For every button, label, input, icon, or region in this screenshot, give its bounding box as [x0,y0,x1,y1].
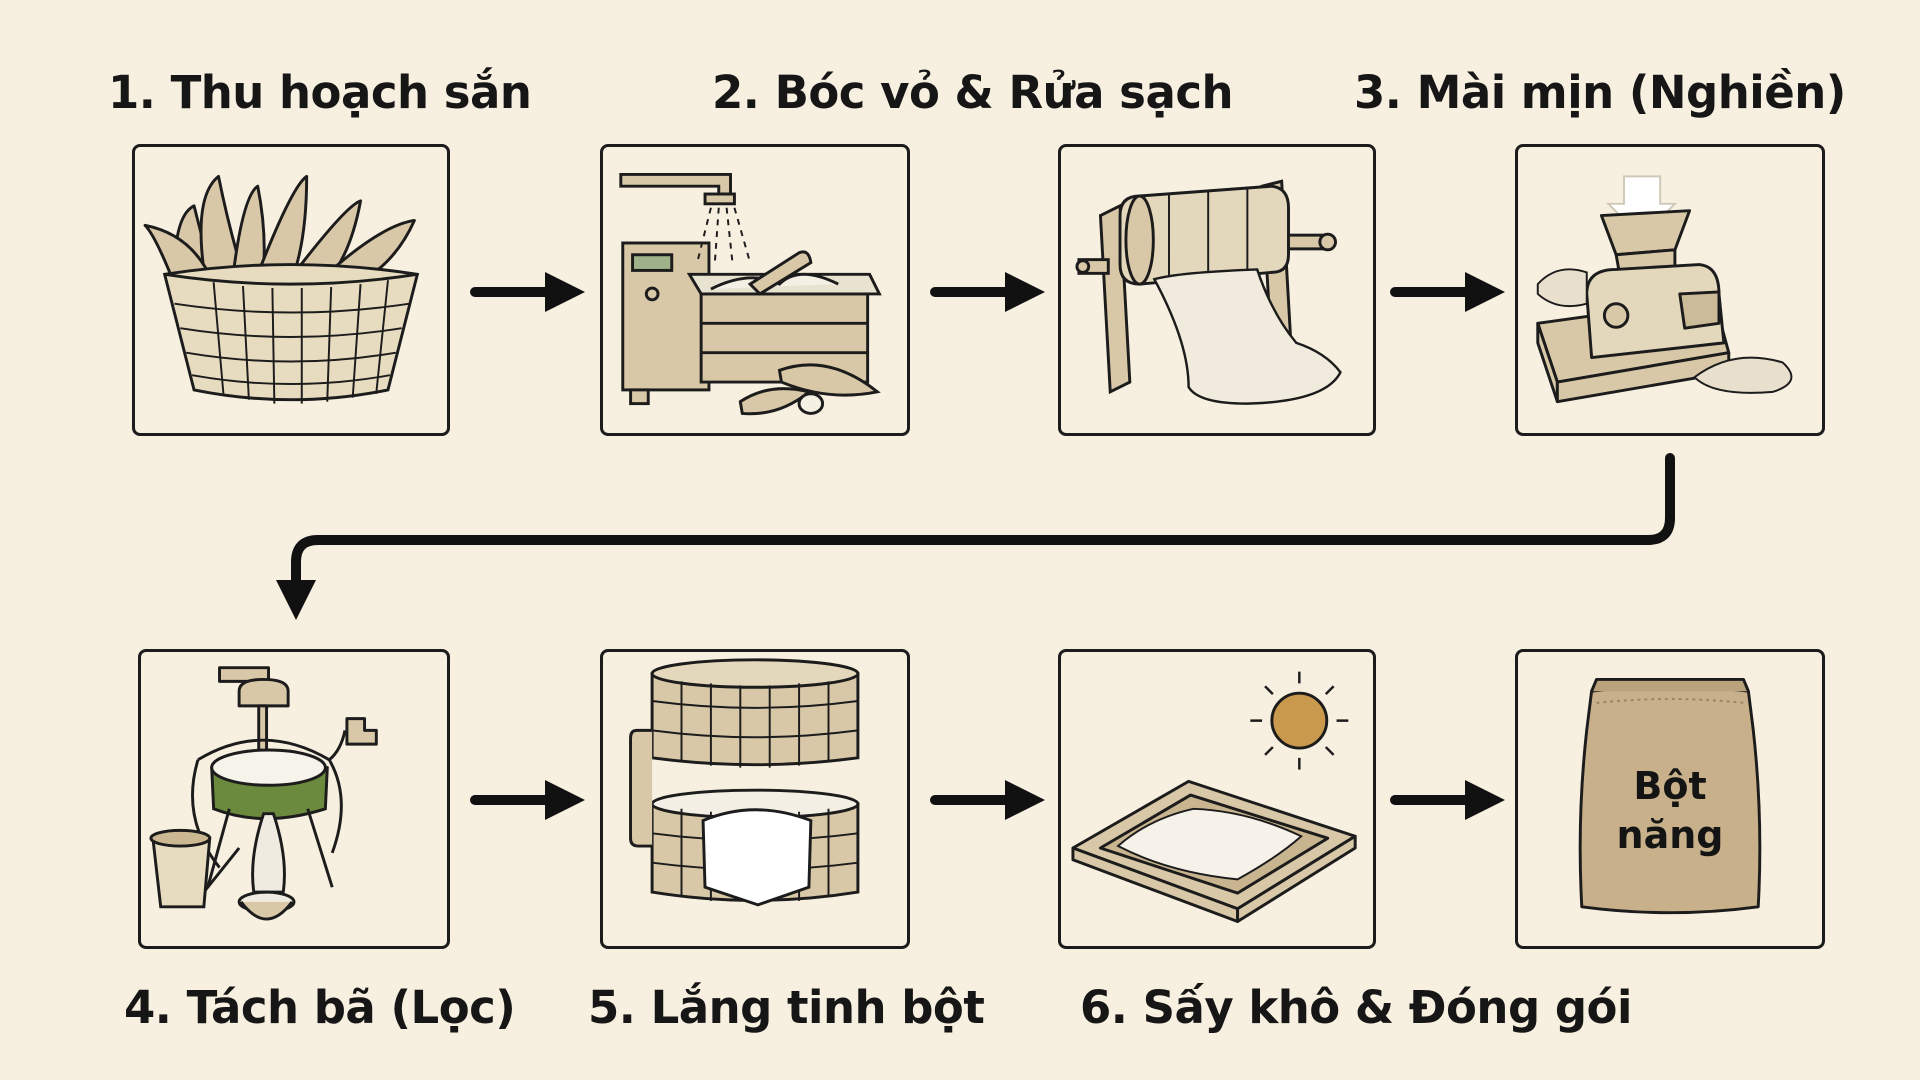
product-label-line-2: năng [1616,813,1724,858]
product-label: Bột năng [1518,762,1822,861]
roller-grater-illustration [1075,179,1342,405]
panel-harvest [132,144,450,436]
step-3-title: 3. Mài mịn (Nghiền) [1354,66,1846,119]
step-4-title: 4. Tách bã (Lọc) [124,981,516,1034]
panel-drying [1058,649,1376,949]
arrow-wrap-to-row-2 [276,453,1675,620]
product-label-line-1: Bột [1633,764,1707,808]
step-5-title: 5. Lắng tinh bột [588,981,985,1034]
grinder-illustration [1536,175,1793,404]
settling-tanks-illustration [629,658,860,907]
sun-icon [1250,671,1349,770]
filter-press-illustration [149,666,378,921]
step-6-title: 6. Sấy khô & Đóng gói [1080,981,1632,1034]
drying-tray-illustration [1071,671,1357,923]
panel-peel-wash [600,144,910,436]
panel-settling [600,649,910,949]
cassava-basket-illustration [143,174,420,404]
flour-bag-illustration [1578,677,1762,915]
panel-product-bag: Bột năng [1515,649,1825,949]
washing-machine-illustration [619,172,882,416]
step-1-title: 1. Thu hoạch sắn [108,66,532,119]
panel-grating [1058,144,1376,436]
panel-grinding [1515,144,1825,436]
panel-filtering [138,649,450,949]
step-2-title: 2. Bóc vỏ & Rửa sạch [712,66,1234,119]
